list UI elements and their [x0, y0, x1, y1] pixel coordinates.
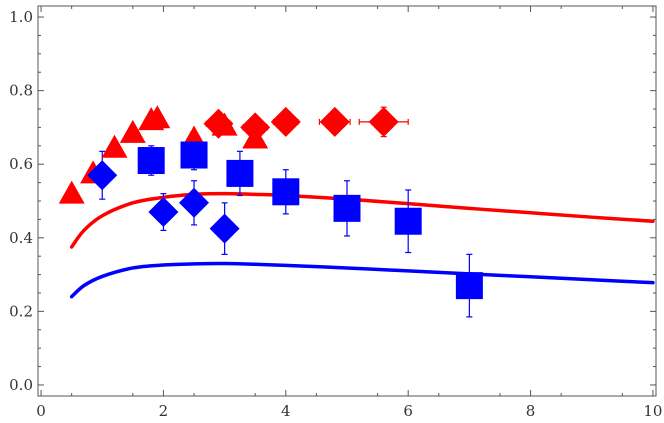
fit-curve	[69, 191, 655, 249]
y-tick-label: 0.8	[9, 82, 33, 100]
triangle-marker	[144, 105, 171, 129]
diamond-marker	[270, 106, 301, 137]
fit-curve	[69, 261, 655, 299]
y-tick-label: 1.0	[9, 8, 33, 26]
axis-ticks: 0 2 4 6 8 10 0.0 0.2 0.4 0.6 0.8 1.0	[9, 6, 662, 420]
square-marker	[333, 194, 361, 222]
square-marker	[272, 178, 300, 206]
diamond-marker	[148, 197, 179, 227]
x-tick-label: 8	[526, 402, 536, 420]
y-tick-label: 0.0	[9, 376, 33, 394]
triangle-marker	[58, 180, 85, 204]
x-tick-label: 6	[403, 402, 413, 420]
diamond-marker	[209, 213, 240, 244]
square-marker	[394, 207, 422, 235]
square-marker	[137, 147, 165, 175]
data-markers	[58, 105, 483, 300]
square-marker	[226, 159, 254, 187]
y-tick-label: 0.2	[9, 302, 33, 320]
diamond-marker	[87, 160, 118, 191]
diamond-marker	[319, 106, 350, 137]
diamond-marker	[368, 106, 399, 137]
y-tick-label: 0.6	[9, 155, 33, 173]
diamond-marker	[203, 108, 234, 139]
y-tick-label: 0.4	[9, 229, 33, 247]
diamond-marker	[179, 187, 209, 218]
triangle-marker	[101, 134, 128, 158]
square-marker	[180, 141, 208, 169]
diamond-marker	[240, 112, 271, 143]
square-marker	[455, 272, 483, 300]
x-tick-label: 10	[643, 402, 662, 420]
x-tick-label: 2	[159, 402, 169, 420]
x-tick-label: 0	[36, 402, 46, 420]
fit-curves	[69, 191, 655, 299]
triangle-marker	[119, 119, 146, 143]
x-tick-label: 4	[281, 402, 291, 420]
